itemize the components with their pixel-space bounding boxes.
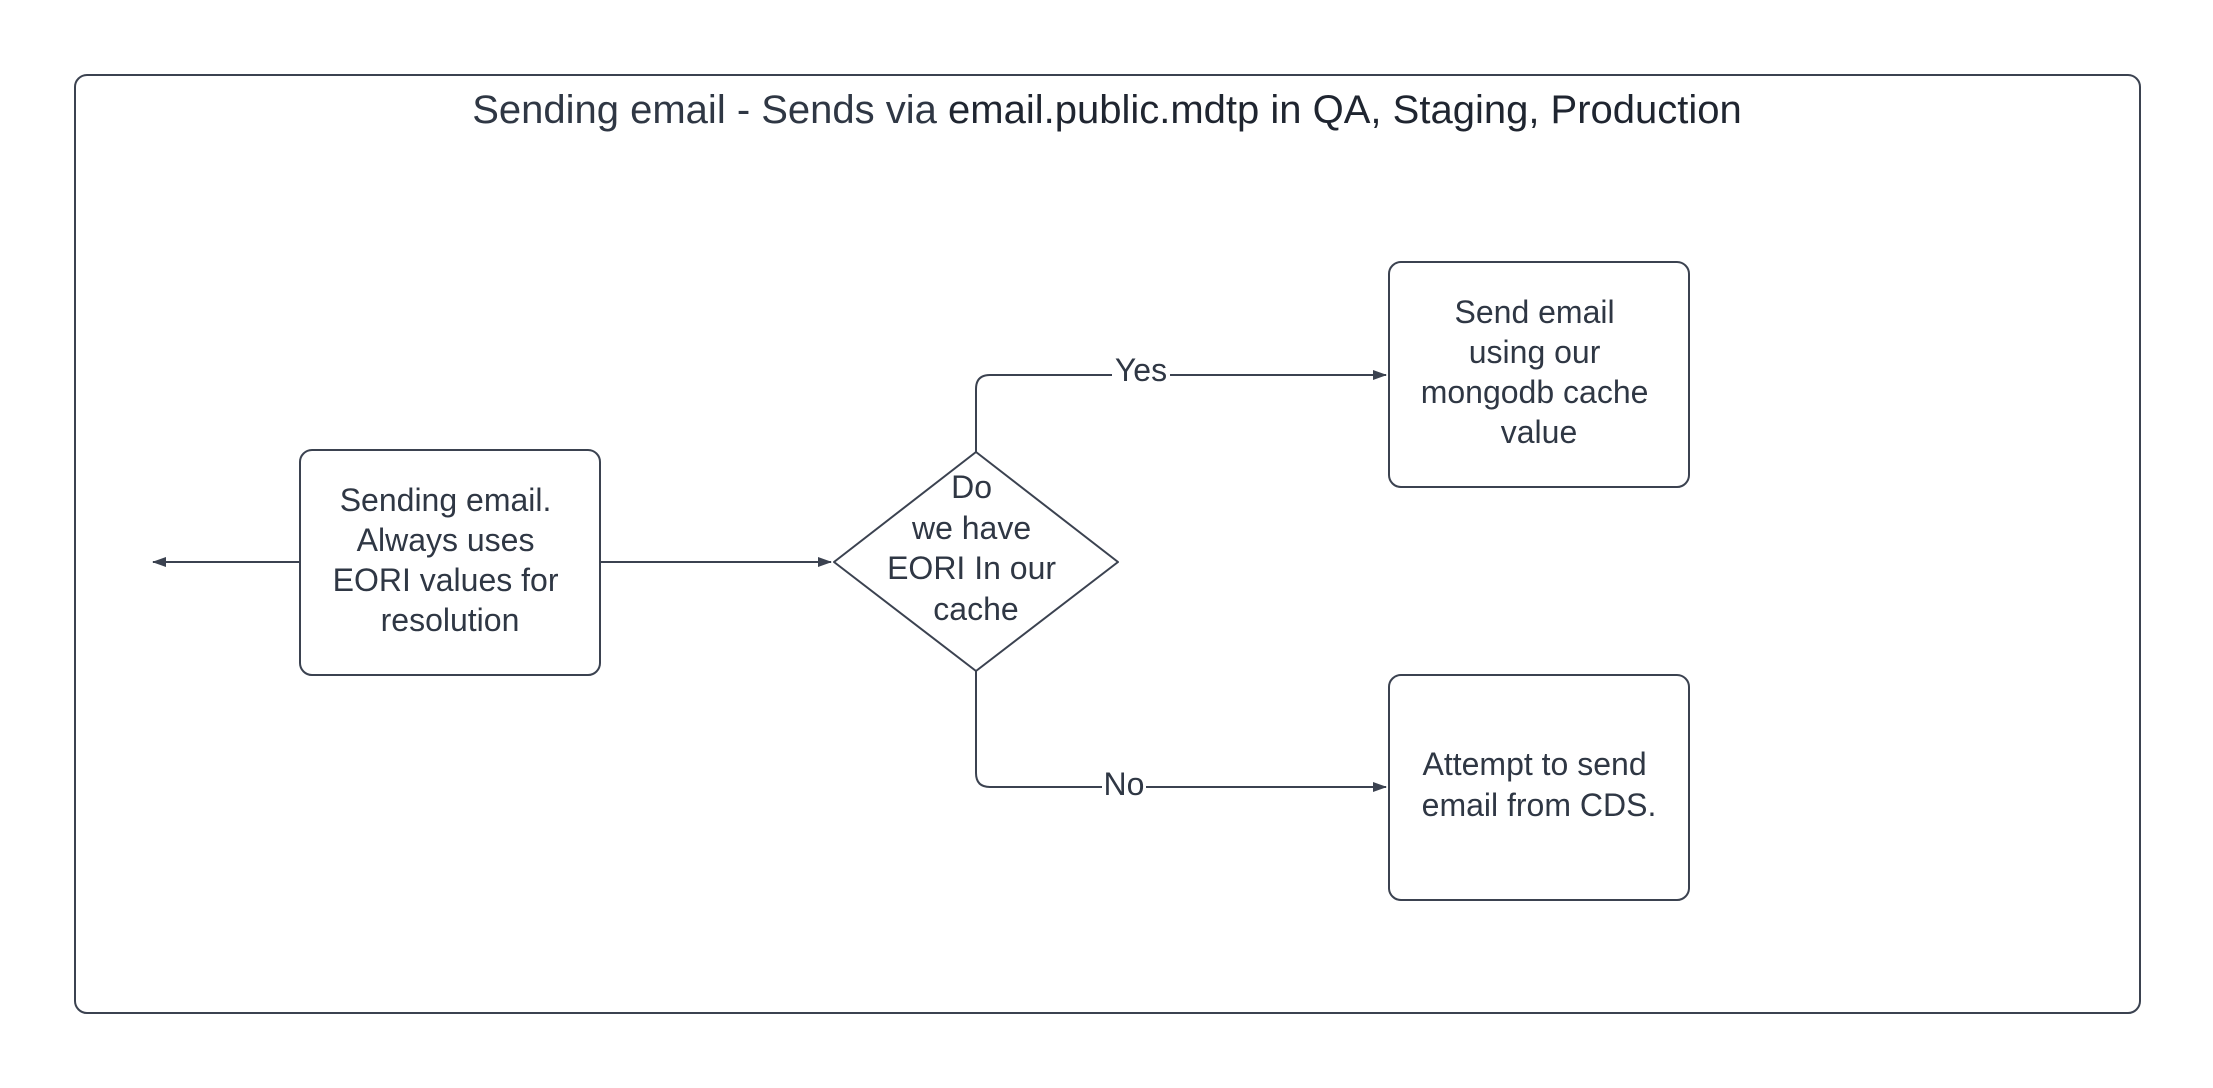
no-result-box: [1388, 674, 1690, 901]
no-result-text: Attempt to send email from CDS.: [1422, 746, 1657, 823]
yes-result-line: value: [1501, 414, 1578, 450]
start-line: Always uses: [357, 522, 535, 558]
yes-result-line: Send email: [1455, 294, 1615, 330]
no-connector: [975, 671, 1387, 792]
yes-result-line: mongodb cache: [1421, 374, 1649, 410]
no-label-background: [1102, 766, 1146, 806]
decision-line: cache: [933, 591, 1018, 627]
yes-label: Yes: [1115, 352, 1167, 388]
no-label: No: [1104, 766, 1145, 802]
title-part-2: email.public.mdtp in QA, Staging, Produc…: [948, 88, 1742, 132]
start-process-text: Sending email. Always uses EORI values f…: [333, 482, 568, 638]
decision-line: Do: [951, 469, 992, 505]
start-line: resolution: [381, 602, 520, 638]
diagram-title: Sending email - Sends via email.public.m…: [472, 88, 1742, 132]
title-part-1: Sending email - Sends via: [472, 88, 948, 132]
yes-result-text: Send email using our mongodb cache value: [1421, 294, 1658, 450]
yes-connector: [975, 370, 1387, 452]
start-line: EORI values for: [333, 562, 559, 598]
yes-result-box: [1388, 261, 1690, 488]
decision-line: we have: [911, 510, 1031, 546]
yes-label-background: [1112, 352, 1170, 392]
no-result-line: Attempt to send: [1422, 746, 1646, 782]
no-result-line: email from CDS.: [1422, 787, 1657, 823]
container-frame: [74, 74, 2141, 1014]
yes-result-line: using our: [1469, 334, 1601, 370]
decision-line: EORI In our: [887, 550, 1056, 586]
start-line: Sending email.: [340, 482, 552, 518]
decision-text: Do we have EORI In our cache: [887, 469, 1065, 627]
